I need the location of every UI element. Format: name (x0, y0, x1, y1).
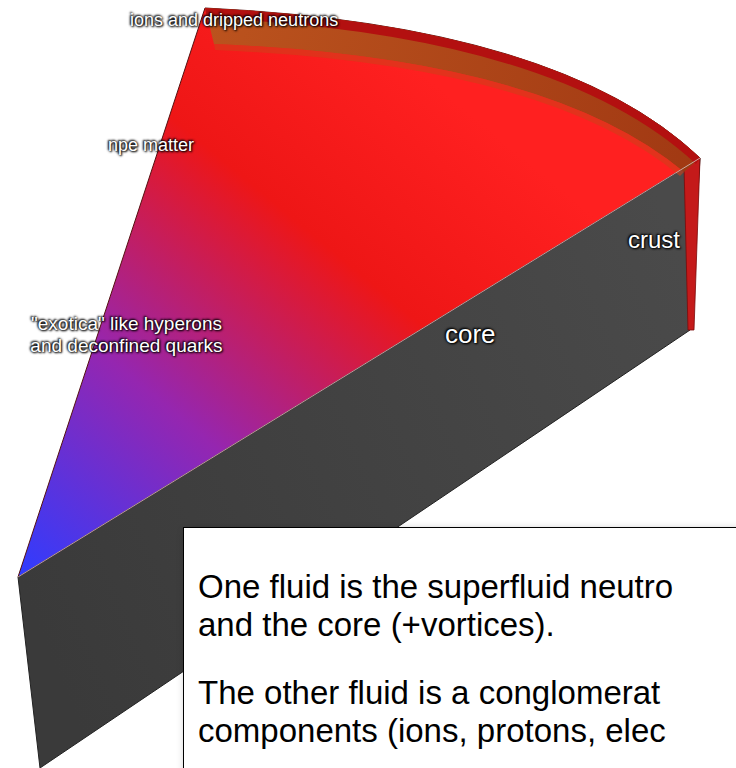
layer-label: npe matter (108, 135, 194, 156)
part-label: core (445, 320, 496, 350)
note-text: One fluid is the superfluid neutro and t… (198, 568, 693, 644)
layer-label: ions and dripped neutrons (130, 10, 338, 31)
note-text: The other fluid is a conglomerat compone… (198, 674, 693, 750)
part-label: crust (628, 226, 680, 254)
top-face (18, 8, 700, 577)
note-box: One fluid is the superfluid neutro and t… (183, 527, 736, 768)
layer-label: "exotica" like hyperons and deconfined q… (22, 313, 231, 357)
